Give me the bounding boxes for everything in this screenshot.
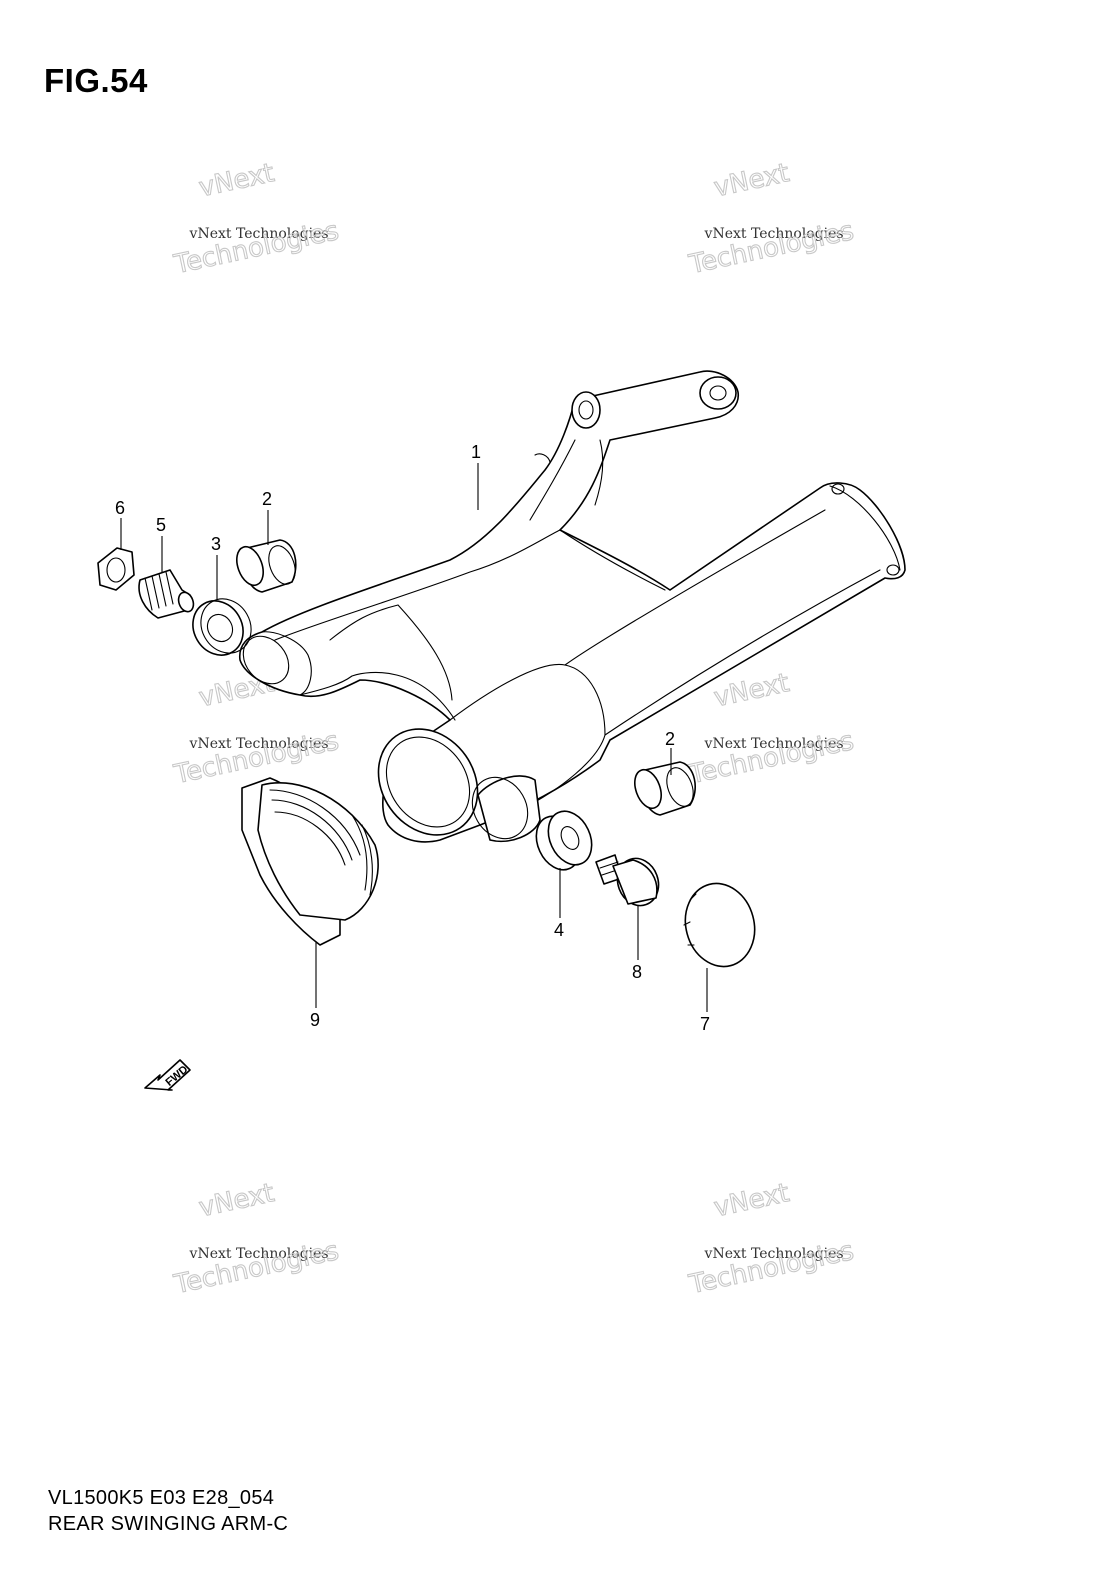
callout-9: 9: [310, 1010, 320, 1030]
watermark-bottom-right: vNext vNext Technologies Technologies: [685, 1178, 857, 1301]
watermark-text-b: vNext Technologies: [189, 736, 329, 752]
callout-8: 8: [632, 962, 642, 982]
watermark-text-a: vNext: [196, 158, 277, 203]
watermark-text-b: vNext Technologies: [189, 1246, 329, 1262]
callout-5: 5: [156, 515, 166, 535]
diagram-description: REAR SWINGING ARM-C: [48, 1513, 289, 1535]
leader-lines: [120, 463, 708, 1012]
part-bearing-upper: [236, 539, 297, 593]
callout-6: 6: [115, 498, 125, 518]
part-lock-nut: [97, 547, 135, 591]
part-swinging-arm: [238, 370, 906, 843]
watermark-text-b: vNext Technologies: [704, 226, 844, 242]
figure-title: FIG.54: [44, 62, 148, 99]
callout-1: 1: [471, 442, 481, 462]
model-code: VL1500K5 E03 E28_054: [48, 1487, 275, 1509]
watermark-text-a: vNext: [196, 1178, 277, 1223]
callout-4: 4: [554, 920, 564, 940]
part-pivot-bolt: [138, 569, 195, 619]
watermark-text-b: vNext Technologies: [189, 226, 329, 242]
callout-2-upper: 2: [262, 489, 272, 509]
watermark-text-a: vNext: [711, 1178, 792, 1223]
watermark-top-left: vNext vNext Technologies Technologies: [170, 158, 342, 281]
part-bearing-ring: [192, 598, 252, 656]
callout-2-lower: 2: [665, 729, 675, 749]
watermark-text-b: vNext Technologies: [704, 1246, 844, 1262]
callout-7: 7: [700, 1014, 710, 1034]
part-boot: [241, 777, 379, 946]
part-cap: [683, 882, 756, 968]
watermark-text-a: vNext: [711, 668, 792, 713]
watermark-top-right: vNext vNext Technologies Technologies: [685, 158, 857, 281]
watermark-bottom-left: vNext vNext Technologies Technologies: [170, 1178, 342, 1301]
callout-3: 3: [211, 534, 221, 554]
watermark-text-a: vNext: [711, 158, 792, 203]
part-bearing-lower: [634, 761, 696, 816]
fwd-arrow-icon: FWD: [144, 1059, 191, 1091]
watermark-text-b: vNext Technologies: [704, 736, 844, 752]
part-collar: [535, 810, 593, 871]
part-plug-bolt: [595, 854, 660, 907]
